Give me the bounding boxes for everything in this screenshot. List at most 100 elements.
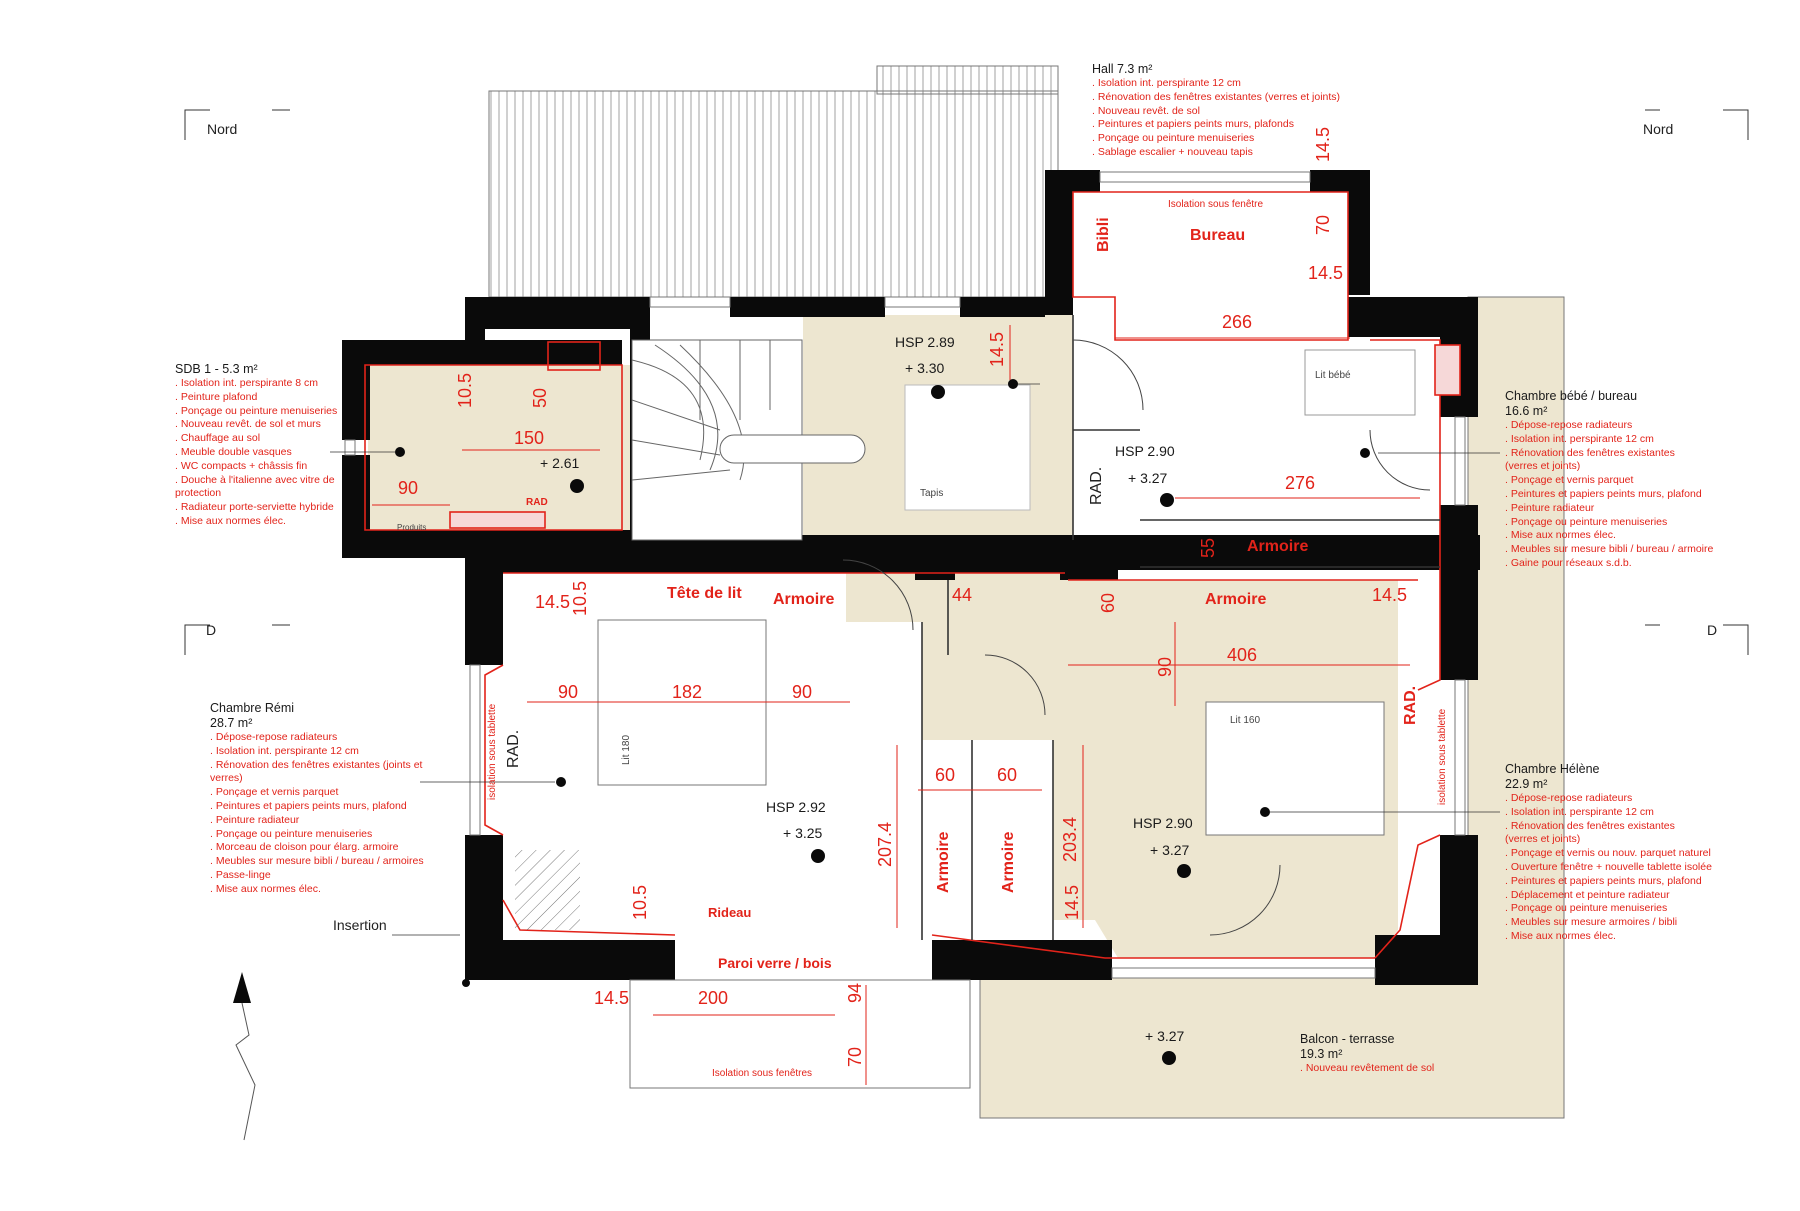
annotation-title: SDB 1 - 5.3 m² xyxy=(175,362,258,376)
label-lit-180: Lit 180 xyxy=(621,734,632,765)
annotation-item: . Meubles sur mesure bibli / bureau / ar… xyxy=(1505,543,1714,556)
alt-sdb: + 2.61 xyxy=(540,455,580,471)
dim-loggia-94: 94 xyxy=(845,982,865,1003)
dim-helene-90: 90 xyxy=(1155,656,1175,677)
annotation-item: . Peinture radiateur xyxy=(1505,501,1595,514)
radiator-label-helene: RAD. xyxy=(1402,685,1419,725)
section-label-left: D xyxy=(206,622,217,638)
annotation-item: . Rénovation des fenêtres existantes (jo… xyxy=(210,758,423,771)
alt-balcon: + 3.27 xyxy=(1145,1028,1185,1044)
dim-couloir-145: 14.5 xyxy=(1372,585,1408,605)
north-label-left: Nord xyxy=(207,121,238,137)
staircase xyxy=(631,339,866,541)
annotation-item: . Mise aux normes élec. xyxy=(210,882,321,895)
radiator-label-sdb: RAD xyxy=(526,497,548,508)
annotation-item: . Ponçage et vernis ou nouv. parquet nat… xyxy=(1505,847,1711,860)
annotation-item: . Peinture plafond xyxy=(175,390,258,403)
annotation-title: Balcon - terrasse xyxy=(1300,1032,1395,1046)
room-label-armoire-bebe: Armoire xyxy=(1247,538,1309,555)
annotation-item: . Passe-linge xyxy=(210,868,271,881)
room-label-tete-de-lit: Tête de lit xyxy=(667,585,742,602)
annotation-item: . Ponçage et vernis parquet xyxy=(210,786,339,799)
annotation-chambre-helene: Chambre Hélène 22.9 m² . Dépose-repose r… xyxy=(1505,762,1712,944)
annotation-item: . Déplacement et peinture radiateur xyxy=(1505,888,1670,901)
compass-brackets xyxy=(184,109,1749,655)
dim-remi-182: 182 xyxy=(672,682,703,702)
passe-linge-zone xyxy=(515,850,580,930)
annotation-item: . Peintures et papiers peints murs, plaf… xyxy=(210,799,407,812)
bed-160 xyxy=(1205,701,1385,836)
annotation-item: . Gaine pour réseaux s.d.b. xyxy=(1505,556,1632,569)
section-label-right: D xyxy=(1707,622,1718,638)
room-label-armoire-v1: Armoire xyxy=(935,831,952,893)
label-isolation-remi: isolation sous tablette xyxy=(487,703,498,800)
label-isolation-loggia: Isolation sous fenêtres xyxy=(712,1068,813,1079)
dim-remi-105: 10.5 xyxy=(570,580,590,616)
dim-sdb-50: 50 xyxy=(530,387,550,408)
insulation-lining xyxy=(364,191,1461,959)
annotation-area: 19.3 m² xyxy=(1300,1047,1343,1061)
label-lit-160: Lit 160 xyxy=(1230,715,1261,726)
room-label-armoire-couloir: Armoire xyxy=(1205,591,1267,608)
dim-remi-145: 14.5 xyxy=(535,592,571,612)
dim-loggia-145: 14.5 xyxy=(594,988,630,1008)
dim-helene-145: 14.5 xyxy=(1062,884,1082,920)
radiator-label-bebe: RAD. xyxy=(1088,466,1105,505)
annotation-item: . Ponçage ou peinture menuiseries xyxy=(1092,132,1255,145)
annotation-item: . Isolation int. perspirante 12 cm xyxy=(210,744,359,757)
loggia xyxy=(629,979,971,1089)
annotation-item: . Rénovation des fenêtres existantes xyxy=(1505,819,1675,832)
hsp-bebe: HSP 2.90 xyxy=(1115,443,1175,459)
annotation-item: . Dépose-repose radiateurs xyxy=(210,731,338,743)
dim-sdb-90: 90 xyxy=(398,478,419,498)
annotation-item: verres) xyxy=(210,772,243,785)
annotation-title: Hall 7.3 m² xyxy=(1092,62,1153,76)
roof-terrace xyxy=(488,90,1059,298)
room-label-bureau: Bureau xyxy=(1190,227,1246,244)
dim-remi-90b: 90 xyxy=(792,682,813,702)
leader-lines xyxy=(330,383,1500,936)
landing-floor xyxy=(922,622,1053,740)
crib xyxy=(1304,349,1416,416)
annotation-item: . Dépose-repose radiateurs xyxy=(1505,792,1633,804)
annotation-item: . Peintures et papiers peints murs, plaf… xyxy=(1092,118,1294,131)
annotation-item: (verres et joints) xyxy=(1505,460,1581,473)
annotation-item: . Meubles sur mesure armoires / bibli xyxy=(1505,916,1678,929)
annotation-item: . Rénovation des fenêtres existantes (ve… xyxy=(1092,90,1341,103)
annotation-area: 22.9 m² xyxy=(1505,777,1548,791)
sdb-floor xyxy=(368,365,631,530)
dim-hall-145: 14.5 xyxy=(987,331,1007,367)
annotation-item: . Isolation int. perspirante 12 cm xyxy=(1505,432,1654,445)
annotation-item: . Ponçage ou peinture menuiseries xyxy=(210,827,373,840)
label-produits: Produits xyxy=(397,523,427,532)
annotation-item: . Mise aux normes élec. xyxy=(1505,929,1616,942)
dim-remi-2074: 207.4 xyxy=(875,821,895,867)
annotation-item: . Ouverture fenêtre + nouvelle tablette … xyxy=(1505,860,1712,873)
annotation-item: . Mise aux normes élec. xyxy=(1505,529,1616,542)
annotation-item: protection xyxy=(175,487,222,500)
annotation-sdb: SDB 1 - 5.3 m² . Isolation int. perspira… xyxy=(175,362,337,529)
insertion-label: Insertion xyxy=(333,917,387,933)
annotation-item: . Isolation int. perspirante 12 cm xyxy=(1092,77,1241,89)
dim-loggia-70: 70 xyxy=(845,1046,865,1067)
dim-bureau-top: 14.5 xyxy=(1313,126,1333,162)
annotation-balcon: Balcon - terrasse 19.3 m² . Nouveau revê… xyxy=(1300,1032,1434,1076)
dim-sdb-150: 150 xyxy=(514,428,545,448)
north-arrow-stem-icon xyxy=(235,1002,256,1141)
dimension-lines xyxy=(372,325,1420,1085)
annotation-item: . Meubles sur mesure bibli / bureau / ar… xyxy=(210,855,424,868)
annotation-item: . Isolation int. perspirante 12 cm xyxy=(1505,805,1654,818)
annotation-item: . Morceau de cloison pour élarg. armoire xyxy=(210,841,399,854)
north-label-right: Nord xyxy=(1643,121,1674,137)
annotation-item: . Peintures et papiers peints murs, plaf… xyxy=(1505,874,1702,887)
room-label-armoire-v2: Armoire xyxy=(1000,831,1017,893)
dim-couloir-60: 60 xyxy=(1098,592,1118,613)
room-label-paroi: Paroi verre / bois xyxy=(718,955,832,971)
annotation-title: Chambre Hélène xyxy=(1505,762,1600,776)
annotation-item: . Isolation int. perspirante 8 cm xyxy=(175,377,318,389)
dim-remi-60b: 60 xyxy=(997,765,1018,785)
annotation-item: . Chauffage au sol xyxy=(175,432,261,445)
level-markers xyxy=(395,379,1370,1065)
annotation-item: . Rénovation des fenêtres existantes xyxy=(1505,446,1675,459)
